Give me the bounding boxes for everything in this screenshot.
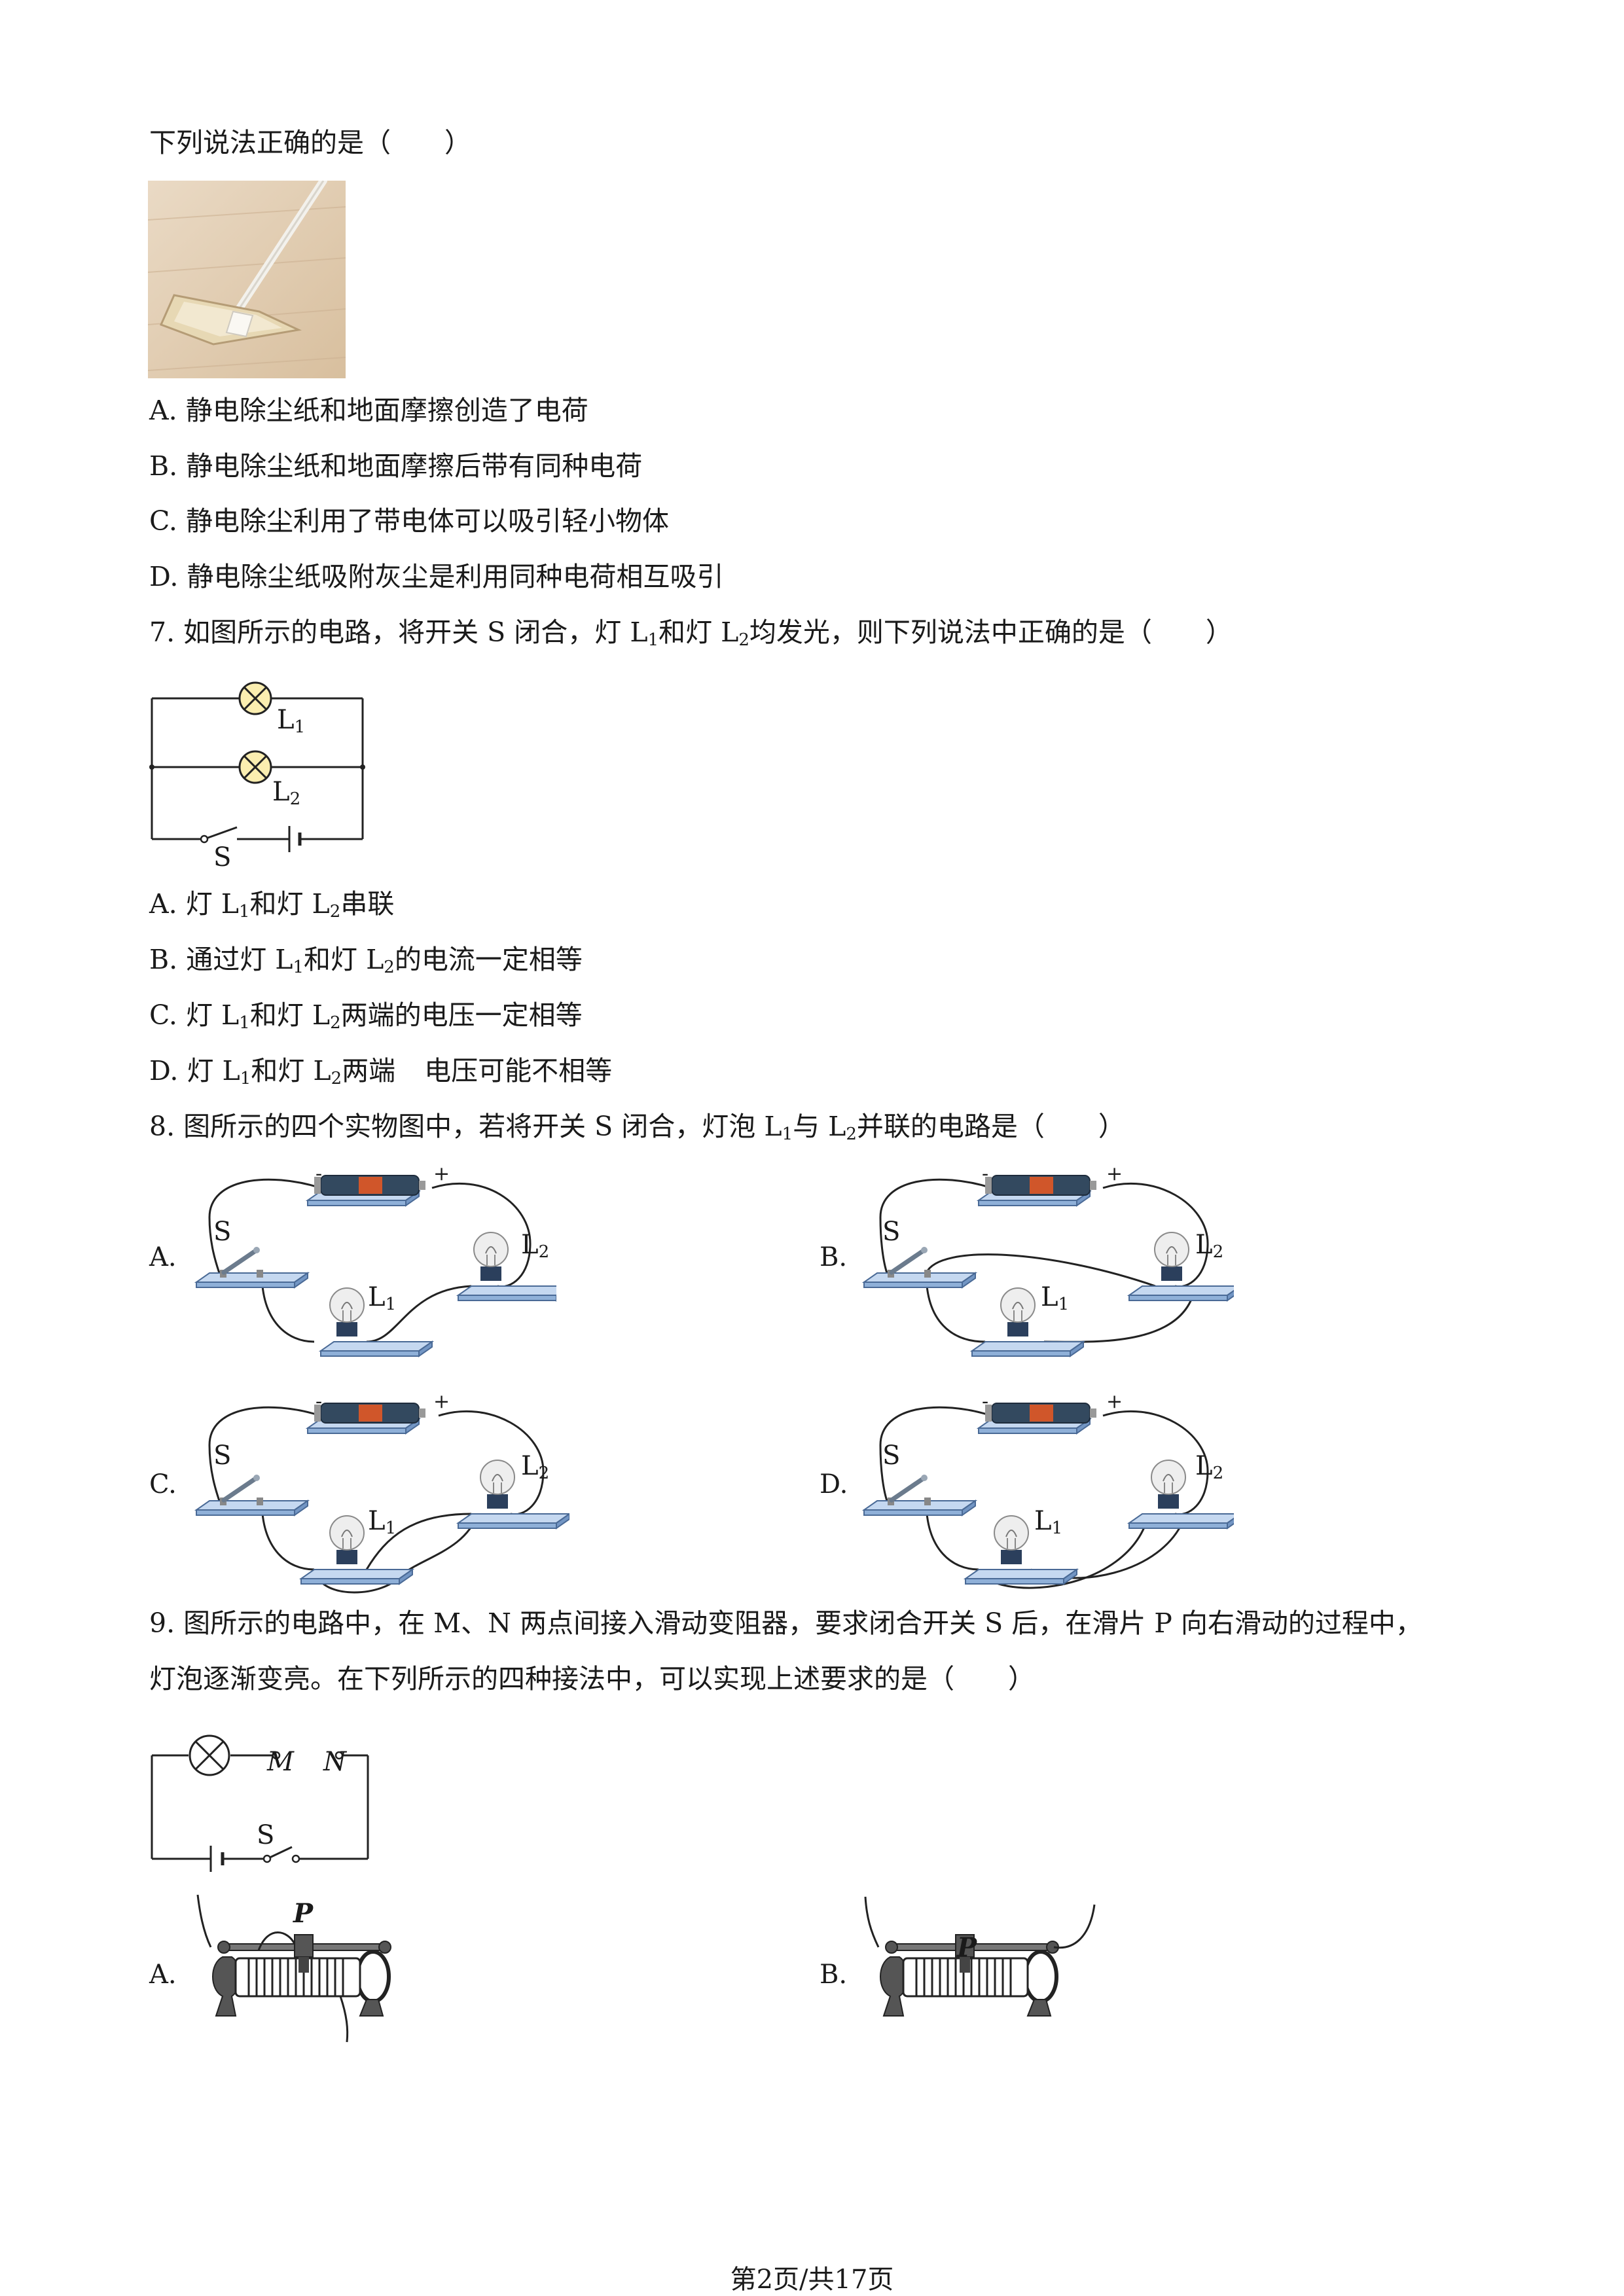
q8-option-a-letter[interactable]: A. [149,1242,177,1272]
q8-option-d-letter[interactable]: D. [820,1469,848,1499]
q8-option-c-figure[interactable] [190,1380,570,1602]
q8c-plus: + [433,1390,450,1413]
q8d-label-s: S [882,1441,901,1471]
lamp-l1-icon [238,681,272,715]
option-letter: A. [149,395,177,426]
q8c-minus: - [316,1390,323,1413]
q8b-minus: - [982,1162,989,1185]
q9-label-s: S [257,1820,275,1850]
q7-label-s: S [213,842,232,872]
q6-option-d[interactable]: D. 静电除尘纸吸附灰尘是利用同种电荷相互吸引 [149,561,724,592]
option-letter: D. [149,561,179,592]
q7-option-b[interactable]: B. 通过灯 L1和灯 L2的电流一定相等 [149,944,583,977]
page-footer: 第2页/共17页 [730,2265,894,2295]
q8c-label-l2: L2 [521,1451,550,1483]
q8a-minus: - [316,1162,323,1185]
q9-option-b-rheostat[interactable] [857,1892,1106,2049]
q8a-label-s: S [213,1217,232,1247]
q8-option-b-letter[interactable]: B. [820,1242,848,1272]
q7-stem: 7. 如图所示的电路，将开关 S 闭合，灯 L1和灯 L2均发光，则下列说法中正… [149,617,1233,650]
q9-stem-line2: 灯泡逐渐变亮。在下列所示的四种接法中，可以实现上述要求的是（ ） [149,1663,1035,1695]
q7-option-d[interactable]: D. 灯 L1和灯 L2两端电压可能不相等 [149,1055,613,1088]
lamp-l2-icon [238,750,272,784]
q9-label-n: N [323,1747,346,1777]
option-text: 静电除尘纸和地面摩擦后带有同种电荷 [186,450,643,482]
option-letter: B. [149,450,178,482]
q9-label-m: M [267,1747,294,1777]
mop-photo [147,177,346,378]
q8-option-b-figure[interactable] [854,1152,1241,1368]
q8-option-c-letter[interactable]: C. [149,1469,177,1499]
q9-option-a-letter[interactable]: A. [149,1960,177,1990]
option-text: 静电除尘纸和地面摩擦创造了电荷 [185,395,588,426]
option-letter: C. [149,505,177,537]
q8-option-d-figure[interactable] [854,1380,1241,1602]
q9b-label-p: P [957,1932,977,1963]
q8b-label-s: S [882,1217,901,1247]
q7-option-a[interactable]: A. 灯 L1和灯 L2串联 [149,888,395,922]
q6-option-b[interactable]: B. 静电除尘纸和地面摩擦后带有同种电荷 [149,450,642,482]
q8d-plus: + [1106,1390,1123,1413]
q8d-label-l2: L2 [1195,1451,1224,1483]
q8c-label-s: S [213,1441,232,1471]
q7-label-l1: L1 [277,705,306,737]
q9-circuit-diagram [145,1728,381,1885]
q6-option-a[interactable]: A. 静电除尘纸和地面摩擦创造了电荷 [149,395,588,426]
q9-stem-line1: 9. 图所示的电路中，在 M、N 两点间接入滑动变阻器，要求闭合开关 S 后，在… [149,1607,1422,1639]
q9a-label-p: P [293,1898,314,1929]
q8d-minus: - [982,1390,989,1413]
q8a-plus: + [433,1162,450,1185]
q8d-label-l1: L1 [1034,1506,1063,1538]
q8b-label-l2: L2 [1195,1230,1224,1262]
q9-option-b-letter[interactable]: B. [820,1960,848,1990]
q7-label-l2: L2 [272,777,301,809]
q8-stem: 8. 图所示的四个实物图中，若将开关 S 闭合，灯泡 L1与 L2并联的电路是（… [149,1111,1125,1144]
q8a-label-l1: L1 [368,1282,397,1314]
q6-option-c[interactable]: C. 静电除尘利用了带电体可以吸引轻小物体 [149,505,669,537]
q8-option-a-figure[interactable] [190,1152,570,1368]
q9-option-a-rheostat[interactable] [196,1892,419,2049]
q6-stem: 下列说法正确的是（ ） [149,127,471,158]
q8a-label-l2: L2 [521,1230,550,1262]
q7-option-c[interactable]: C. 灯 L1和灯 L2两端的电压一定相等 [149,999,583,1033]
q8b-label-l1: L1 [1041,1282,1070,1314]
q7-circuit-diagram [145,675,368,872]
option-text: 静电除尘利用了带电体可以吸引轻小物体 [186,505,669,537]
q8b-plus: + [1106,1162,1123,1185]
q8c-label-l1: L1 [368,1506,397,1538]
option-text: 静电除尘纸吸附灰尘是利用同种电荷相互吸引 [187,561,724,592]
